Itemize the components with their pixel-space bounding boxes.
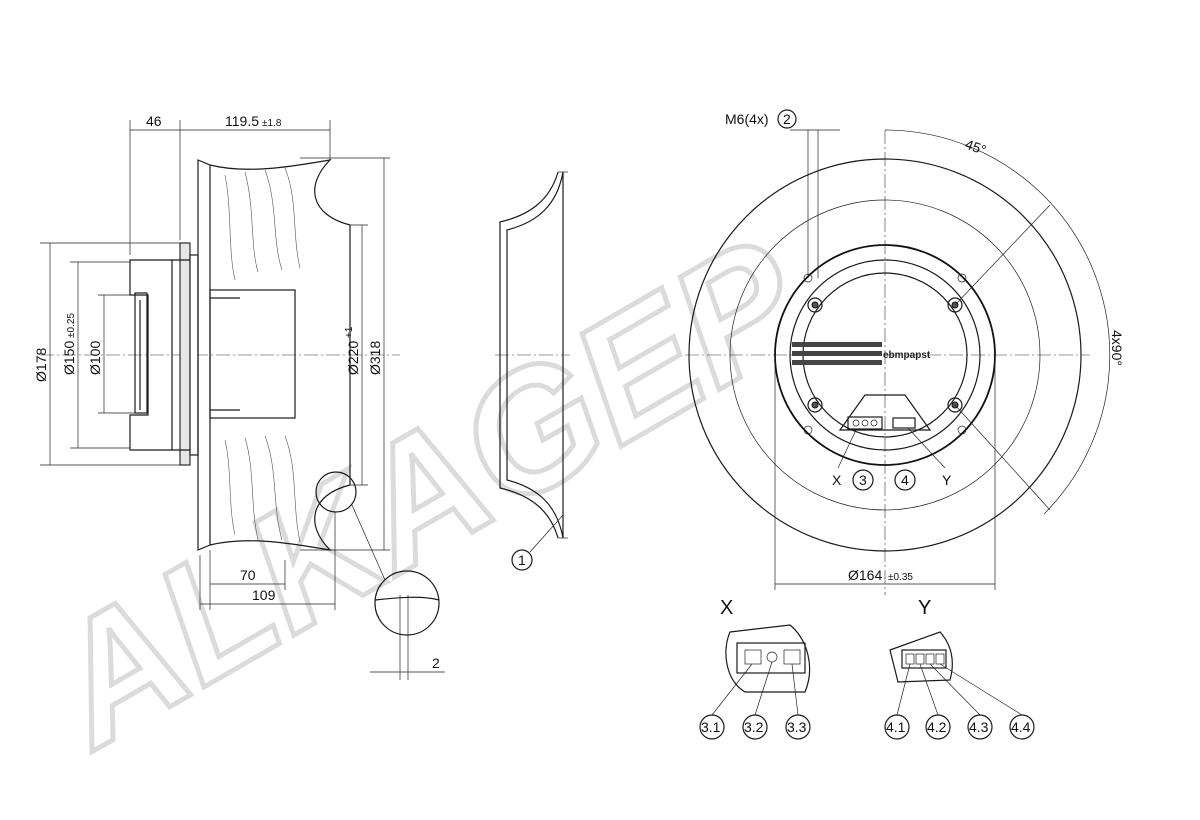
- dim-46: 46: [146, 113, 162, 129]
- pin-4-3-label: 4.3: [969, 719, 989, 735]
- dim-150-tol: ±0.25: [66, 313, 77, 338]
- front-label-y: Y: [942, 472, 952, 488]
- detail-circle: [315, 471, 357, 513]
- brand-label: ebmpapst: [883, 350, 931, 361]
- callout-2: [777, 109, 797, 129]
- callout-4-label: 4: [901, 472, 909, 488]
- m6-label: M6(4x): [725, 111, 769, 127]
- pin-4-1: [884, 714, 910, 740]
- pin-4-4-label: 4.4: [1011, 719, 1031, 735]
- side-view: 46 119.5 ±1.8 Ø178 Ø150 ±0.25 Ø100 Ø220 …: [33, 113, 445, 680]
- connector-x-detail: X 3.1 3.2 3.3: [699, 597, 811, 740]
- pin-4-2-label: 4.2: [927, 719, 947, 735]
- pin-3-3: [785, 714, 811, 740]
- dim-318: Ø318: [367, 341, 383, 375]
- watermark-text: ALKAGEP: [15, 202, 834, 784]
- dim-220: Ø220: [345, 341, 361, 375]
- dim-164-tol: ±0.35: [888, 572, 913, 583]
- detail-magnified: [374, 570, 440, 636]
- dim-220-tol: +1: [344, 326, 355, 338]
- mounting-flange: [179, 242, 191, 466]
- front-view: ebmpapst 45° 4x90° M6(4x) 2 X 3 4 Y Ø16: [685, 109, 1125, 595]
- dim-109: 109: [252, 587, 276, 603]
- pin-3-1-label: 3.1: [701, 719, 721, 735]
- callout-3-label: 3: [859, 472, 867, 488]
- dim-178: Ø178: [33, 348, 49, 382]
- pin-4-2: [925, 714, 951, 740]
- pin-3-1: [699, 714, 725, 740]
- pin-3-2-label: 3.2: [744, 719, 764, 735]
- dim-119-5: 119.5: [225, 113, 259, 129]
- callout-2-label: 2: [783, 111, 791, 127]
- angle-4x90: 4x90°: [1109, 330, 1125, 366]
- dim-119-5-tol: ±1.8: [262, 118, 282, 129]
- front-label-x: X: [832, 472, 842, 488]
- dim-2: 2: [432, 655, 440, 671]
- pin-3-3-label: 3.3: [787, 719, 807, 735]
- dim-164: Ø164: [848, 567, 882, 583]
- connector-x-title: X: [720, 597, 733, 619]
- angle-45: 45°: [963, 136, 988, 158]
- inlet-ring: 1: [495, 171, 570, 571]
- dim-150: Ø150: [61, 341, 77, 375]
- pin-4-1-label: 4.1: [886, 719, 906, 735]
- dim-100: Ø100: [87, 341, 103, 375]
- callout-1: [511, 549, 533, 571]
- callout-1-label: 1: [518, 552, 526, 568]
- callout-3: [852, 469, 874, 491]
- connector-y-title: Y: [918, 597, 931, 619]
- callout-4: [894, 469, 916, 491]
- dim-70: 70: [240, 567, 256, 583]
- pin-3-2: [742, 714, 768, 740]
- pin-4-4: [1009, 714, 1035, 740]
- pin-4-3: [967, 714, 993, 740]
- connector-y-detail: Y 4.1 4.2 4.3 4.4: [884, 597, 1035, 740]
- impeller-outer: [688, 158, 1082, 552]
